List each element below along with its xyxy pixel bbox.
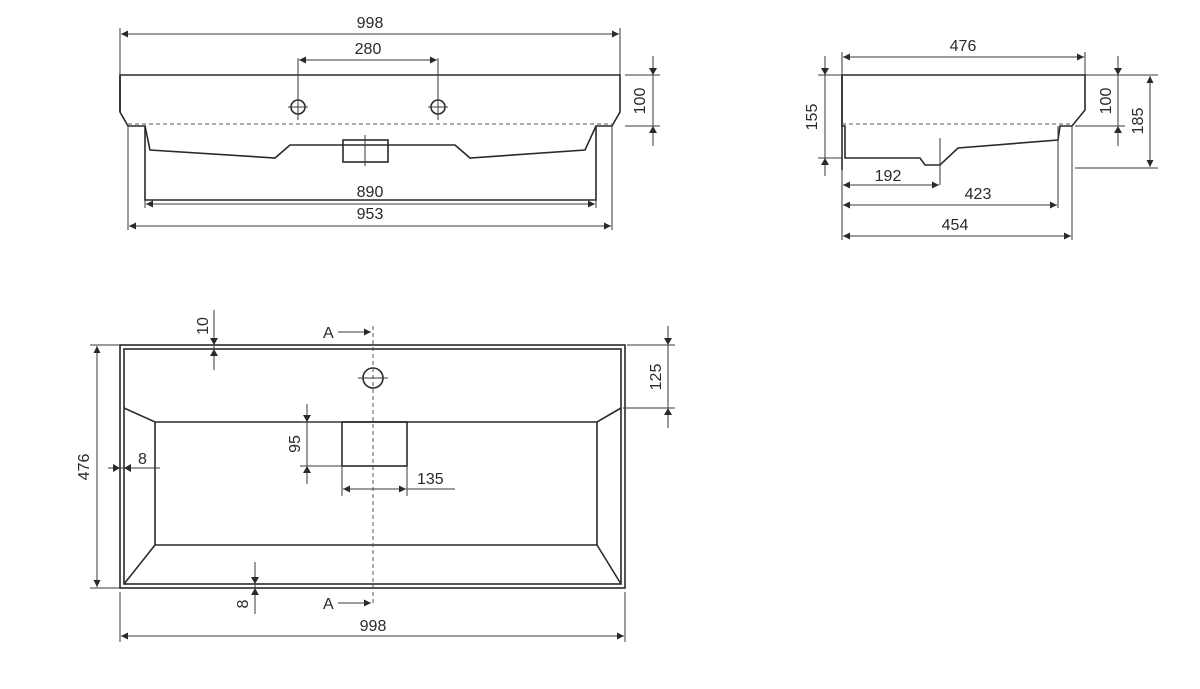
dim-side-rim-height: 100 bbox=[1098, 88, 1115, 115]
side-view: 476 155 100 185 192 423 454 bbox=[804, 38, 1158, 240]
dim-side-base-depth: 454 bbox=[942, 217, 969, 234]
tap-hole-right-icon bbox=[428, 58, 448, 120]
dim-front-base-width: 953 bbox=[357, 206, 384, 223]
dim-top-drain-depth: 95 bbox=[287, 435, 304, 453]
dim-top-rim-offset: 10 bbox=[195, 317, 212, 335]
dim-front-rim-height: 100 bbox=[632, 88, 649, 115]
dim-tap-hole-spacing: 280 bbox=[355, 41, 382, 58]
tap-hole-left-icon bbox=[288, 58, 308, 120]
dim-top-overall-depth: 476 bbox=[76, 454, 93, 481]
dim-front-inner-width: 890 bbox=[357, 184, 384, 201]
section-marker-bottom: A bbox=[323, 596, 334, 613]
dim-side-inner-depth: 423 bbox=[965, 186, 992, 203]
dim-top-front-wall: 8 bbox=[235, 599, 252, 608]
dim-front-overall-width: 998 bbox=[357, 15, 384, 32]
front-basin-outline bbox=[119, 74, 621, 230]
dim-side-total-height: 185 bbox=[1130, 108, 1147, 135]
dim-side-height-left: 155 bbox=[804, 104, 821, 131]
side-basin-outline bbox=[841, 74, 1086, 240]
dim-side-depth: 476 bbox=[950, 38, 977, 55]
dim-top-overall-width: 998 bbox=[360, 618, 387, 635]
dim-top-drain-width: 135 bbox=[417, 471, 444, 488]
top-view: A A 10 125 476 8 95 135 bbox=[76, 310, 675, 642]
dim-top-back-rim: 125 bbox=[648, 364, 665, 391]
front-view: 998 280 100 890 953 bbox=[119, 15, 660, 230]
dim-top-side-wall: 8 bbox=[138, 451, 147, 468]
dim-side-drain-offset: 192 bbox=[875, 168, 902, 185]
section-marker-top: A bbox=[323, 325, 334, 342]
